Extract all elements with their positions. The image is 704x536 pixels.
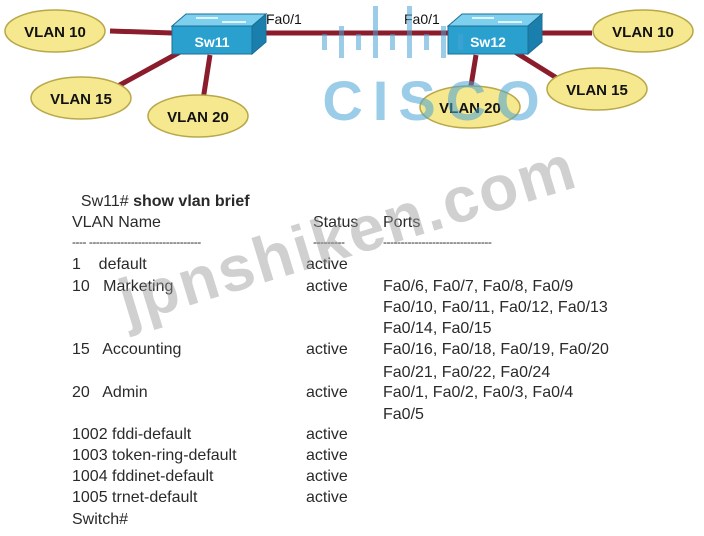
vlan-label: VLAN 15 bbox=[566, 82, 628, 99]
port-label-sw11: Fa0/1 bbox=[266, 11, 302, 27]
table-cell-status: active bbox=[306, 468, 348, 485]
divider-name: ---- -------------------------------- bbox=[72, 235, 201, 249]
vlan-label: VLAN 15 bbox=[50, 91, 112, 108]
table-cell-ports: Fa0/14, Fa0/15 bbox=[383, 320, 492, 337]
table-cell-status: active bbox=[306, 426, 348, 443]
command-line: Sw11# show vlan brief bbox=[72, 170, 250, 212]
vlan-bubble-right-20: VLAN 20 bbox=[419, 85, 521, 129]
table-cell-name: 1002 fddi-default bbox=[72, 426, 192, 443]
cisco-bars-icon bbox=[322, 6, 463, 58]
vlan-label: VLAN 20 bbox=[439, 100, 501, 117]
table-cell-name: 10 Marketing bbox=[72, 278, 174, 295]
table-cell-status: active bbox=[306, 341, 348, 358]
switch-arrows-icon bbox=[472, 17, 522, 23]
network-links bbox=[109, 28, 592, 101]
divider-status: --------- bbox=[313, 235, 345, 249]
vlan-bubble-right-10: VLAN 10 bbox=[592, 9, 694, 53]
divider-ports: ------------------------------- bbox=[383, 235, 492, 249]
command: show vlan brief bbox=[133, 193, 250, 210]
switch-arrows-icon bbox=[196, 17, 246, 23]
table-cell-ports: Fa0/6, Fa0/7, Fa0/8, Fa0/9 bbox=[383, 278, 574, 295]
cisco-wordmark: CISCO bbox=[322, 69, 549, 132]
vlan-bubble-left-20: VLAN 20 bbox=[147, 94, 249, 138]
switch-label: Sw12 bbox=[470, 34, 506, 50]
link-sw11-vlan15 bbox=[116, 49, 182, 89]
table-cell-status: active bbox=[306, 278, 348, 295]
vlan-label: VLAN 20 bbox=[167, 109, 229, 126]
table-cell-status: active bbox=[306, 447, 348, 464]
table-cell-status: active bbox=[306, 489, 348, 506]
table-cell-name: 1005 trnet-default bbox=[72, 489, 198, 506]
table-cell-status: active bbox=[306, 256, 348, 273]
network-topology-diagram: Sw11 Sw12 Fa0/1 Fa0/1 VLAN 10 VLAN 15 VL… bbox=[4, 6, 694, 138]
header-status: Status bbox=[313, 214, 359, 231]
header-ports: Ports bbox=[383, 214, 421, 231]
port-label-sw12: Fa0/1 bbox=[404, 11, 440, 27]
table-cell-name: 1004 fddinet-default bbox=[72, 468, 214, 485]
switch-sw11[interactable]: Sw11 bbox=[170, 12, 268, 56]
switch-label: Sw11 bbox=[194, 34, 229, 50]
vlan-bubble-left-15: VLAN 15 bbox=[30, 76, 132, 120]
table-cell-ports: Fa0/10, Fa0/11, Fa0/12, Fa0/13 bbox=[383, 299, 608, 316]
link-sw11-vlan20 bbox=[200, 54, 213, 101]
table-cell-ports: Fa0/21, Fa0/22, Fa0/24 bbox=[383, 364, 551, 381]
table-cell-name: 20 Admin bbox=[72, 384, 148, 401]
table-cell-status: active bbox=[306, 384, 348, 401]
vlan-bubble-right-15: VLAN 15 bbox=[546, 67, 648, 111]
vlan-bubble-left-10: VLAN 10 bbox=[4, 9, 106, 53]
link-sw11-vlan10 bbox=[109, 28, 173, 36]
header-vlan-name: VLAN Name bbox=[72, 214, 161, 231]
vlan-label: VLAN 10 bbox=[612, 24, 674, 41]
vlan-label: VLAN 10 bbox=[24, 24, 86, 41]
cisco-logo-watermark: CISCO bbox=[322, 6, 549, 132]
table-cell-ports: Fa0/16, Fa0/18, Fa0/19, Fa0/20 bbox=[383, 341, 609, 358]
prompt: Sw11# bbox=[80, 193, 129, 210]
table-cell-name: 1 default bbox=[72, 256, 147, 273]
end-prompt: Switch# bbox=[72, 511, 129, 528]
table-cell-name: 15 Accounting bbox=[72, 341, 182, 358]
link-sw12-vlan15 bbox=[513, 49, 562, 83]
table-cell-ports: Fa0/1, Fa0/2, Fa0/3, Fa0/4 bbox=[383, 384, 574, 401]
table-cell-name: 1003 token-ring-default bbox=[72, 447, 237, 464]
table-cell-ports: Fa0/5 bbox=[383, 406, 424, 423]
